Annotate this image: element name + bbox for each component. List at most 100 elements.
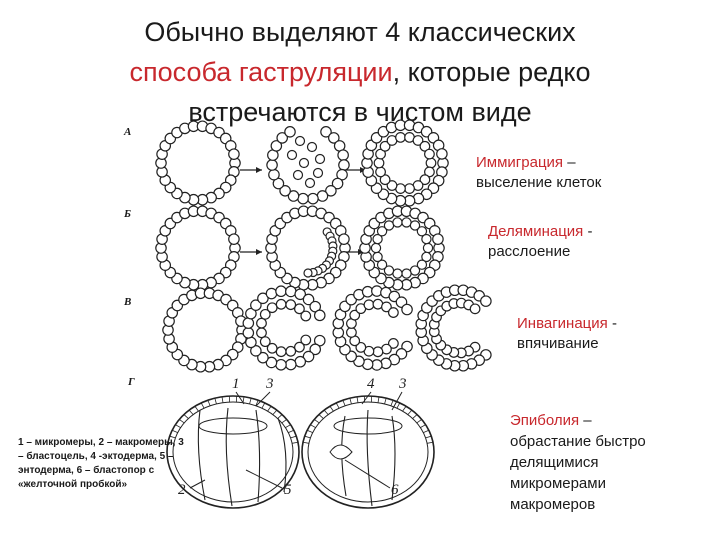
ectoderm-cell-border [175, 424, 181, 428]
invaginating-v2-outer [242, 285, 326, 371]
cell [257, 292, 269, 305]
leader-4 [361, 391, 372, 405]
blastula-b1 [155, 205, 241, 291]
macromere-border [255, 409, 261, 503]
cell [298, 157, 310, 169]
cell [381, 301, 392, 313]
cell [275, 298, 287, 310]
ectoderm-cell-border [242, 396, 245, 403]
cell [313, 309, 326, 322]
cell [383, 265, 395, 276]
title-highlight: способа гаструляции [129, 57, 393, 87]
ectoderm-inner-line [172, 401, 294, 503]
method-invagination-sep: - [607, 315, 617, 332]
cell [387, 307, 399, 318]
leader-5 [245, 469, 283, 489]
cell [285, 345, 297, 357]
macromere-border [277, 417, 287, 493]
ectoderm-cell-border [342, 400, 346, 406]
method-epiboly-desc-3: микромерами [510, 475, 606, 492]
cell [312, 167, 324, 179]
cell [259, 336, 271, 348]
cell [265, 287, 278, 300]
ectoderm-cell-border [207, 400, 211, 406]
ectoderm-cell-border [183, 414, 189, 419]
ectoderm-cell-border [221, 396, 224, 403]
cell [294, 288, 307, 301]
ectoderm-cell-border [390, 400, 394, 406]
cell [379, 174, 391, 186]
cell [314, 153, 326, 165]
cell [419, 140, 431, 152]
ectoderm-cell-border [272, 409, 278, 415]
cell [294, 135, 306, 147]
ectoderm-cell-border [335, 402, 340, 409]
invaginating-v3-outer [332, 285, 413, 371]
label-3-right: 3 [398, 376, 407, 392]
ectoderm-cell-border [310, 424, 316, 428]
macromere-border [366, 409, 373, 507]
method-delamination-sep: - [583, 223, 593, 240]
method-epiboly: Эпиболия – обрастание быстро делящимися … [510, 410, 646, 515]
row-label-v: В [124, 296, 132, 308]
gastrula-a-outer [361, 119, 449, 207]
cell [266, 159, 278, 171]
row-label-g: Г [128, 376, 135, 388]
cell [266, 302, 278, 314]
cell [256, 317, 267, 329]
cell [285, 358, 297, 371]
ectoderm-cell-border [290, 435, 297, 439]
label-6: 6 [391, 482, 399, 498]
arrow-a1 [240, 167, 262, 173]
ectoderm-cell-border [281, 419, 287, 424]
method-invagination-desc: впячивание [517, 335, 599, 352]
cell [328, 132, 340, 144]
ectoderm-cell-border [188, 409, 194, 415]
cell [349, 309, 361, 321]
cell [346, 327, 357, 338]
cell [416, 259, 428, 270]
ectoderm-cell-border [323, 409, 329, 415]
method-invagination: Инвагинация - впячивание [517, 314, 617, 354]
invaginating-v3-inner [346, 298, 399, 358]
ectoderm-cell-border [407, 409, 413, 415]
cell [401, 217, 412, 228]
leader-2 [189, 479, 206, 489]
method-invagination-term: Инвагинация [517, 315, 608, 332]
ectoderm-cell-border [396, 402, 401, 409]
title-line-3: встречаются в чистом виде [188, 97, 532, 127]
cell [376, 226, 388, 237]
ectoderm-cell-border [329, 406, 334, 412]
slide-title: Обычно выделяют 4 классических способа г… [60, 12, 660, 132]
cell [279, 184, 291, 197]
ectoderm-cell-border [277, 414, 283, 419]
cell [276, 132, 288, 144]
method-delamination-desc: расслоение [488, 243, 571, 260]
ectoderm-cell-border [402, 406, 407, 412]
cell [386, 180, 398, 191]
cell [338, 233, 350, 245]
cell [228, 148, 240, 160]
invaginating-v2-inner [256, 298, 312, 358]
row-label-a: А [124, 126, 132, 138]
cell [392, 217, 403, 228]
cell [307, 192, 319, 205]
title-line-2: способа гаструляции, которые редко [60, 52, 660, 92]
leader-3-left [255, 391, 271, 407]
cell [242, 317, 255, 329]
cell [285, 285, 297, 298]
cell [284, 126, 296, 138]
cell [256, 327, 267, 339]
blastula-a2 [266, 126, 350, 205]
figure-legend: 1 – микромеры, 2 – макромеры, 3 – бласто… [18, 437, 184, 490]
cell [338, 159, 350, 171]
cell [294, 355, 307, 368]
gastrula-a-inner [373, 131, 437, 195]
cell [355, 341, 367, 353]
ectoderm-cell-border [314, 419, 320, 424]
cell [245, 307, 257, 320]
ectoderm-cell-border [302, 441, 309, 444]
ectoderm-cell-border [349, 398, 352, 405]
cell [268, 168, 280, 181]
cell [375, 148, 386, 160]
